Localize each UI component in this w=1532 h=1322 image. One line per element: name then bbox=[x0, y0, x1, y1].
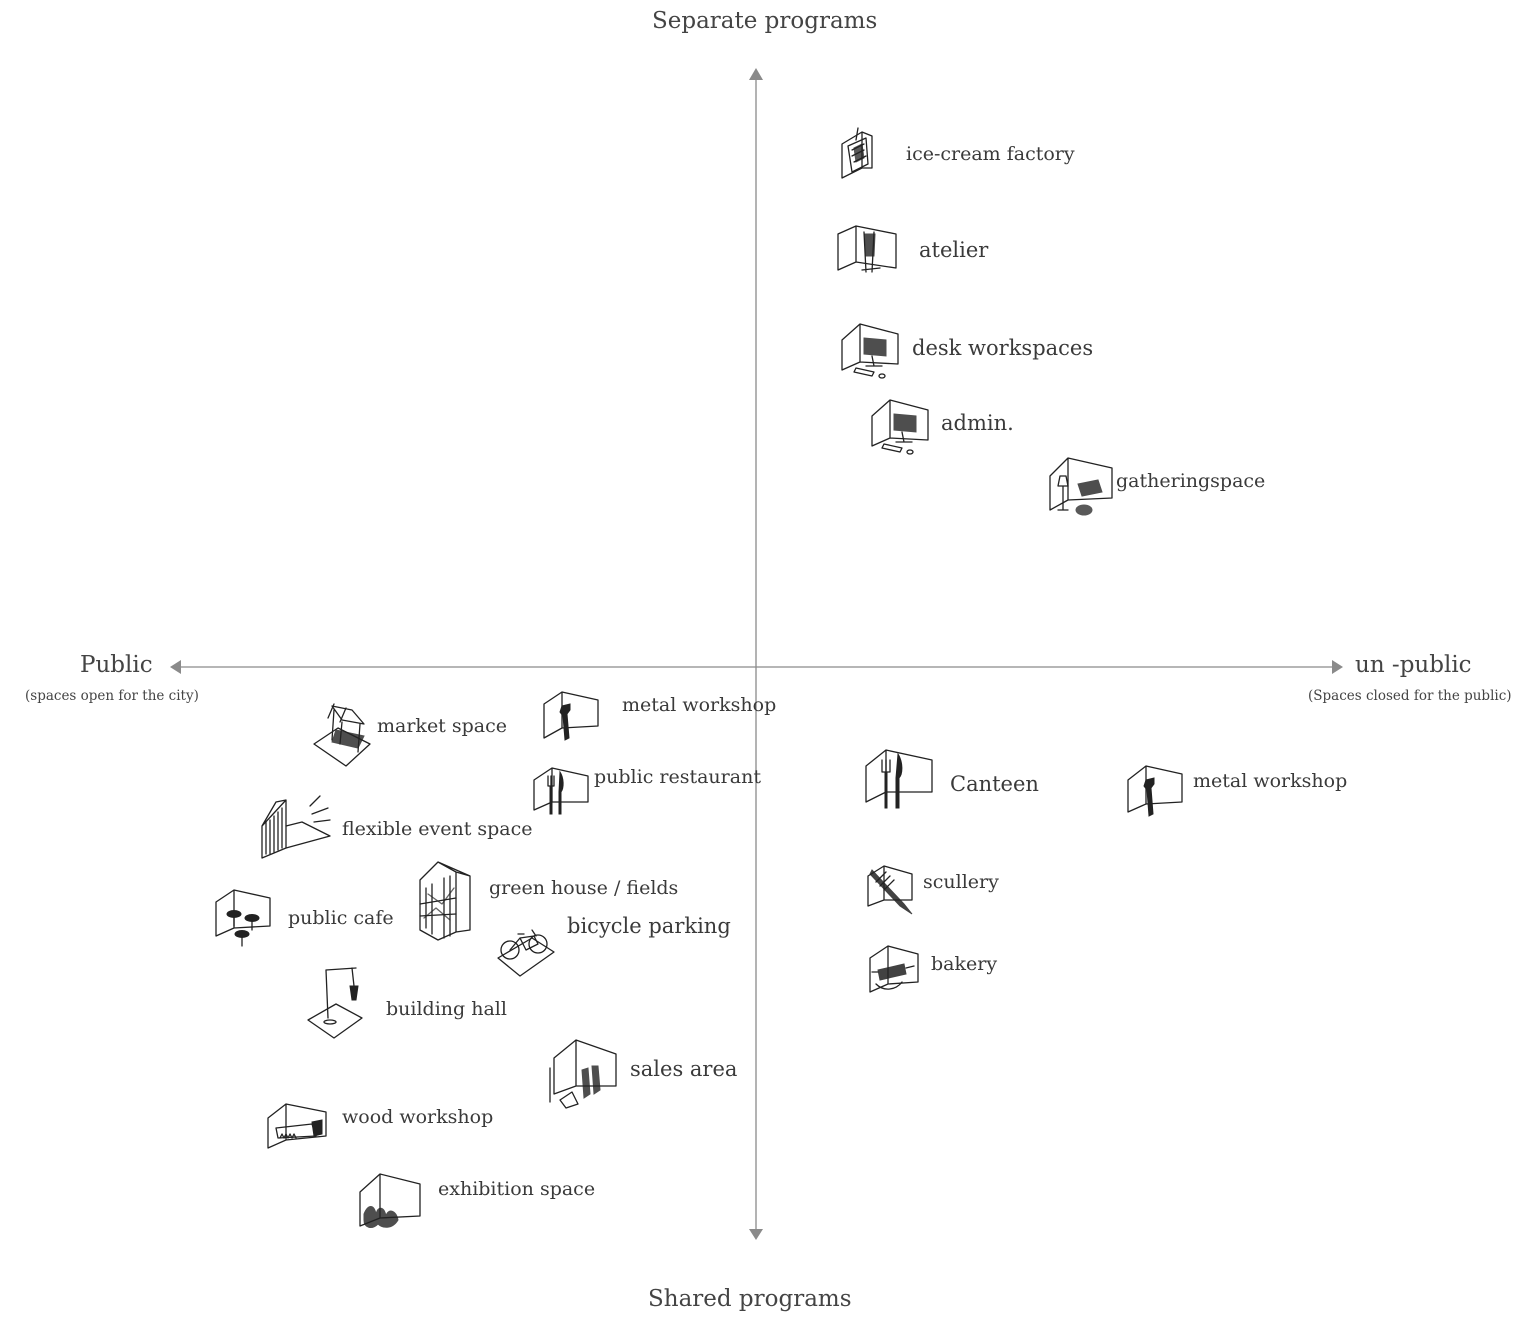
axis-label-right: un -public bbox=[1355, 652, 1472, 678]
program-label-atelier: atelier bbox=[919, 238, 989, 262]
easel-icon bbox=[834, 220, 898, 276]
axis-label-left: Public bbox=[80, 652, 153, 678]
market-stall-icon bbox=[312, 700, 382, 768]
shop-rack-icon bbox=[546, 1036, 622, 1110]
computer-desk-icon bbox=[868, 394, 932, 456]
program-label-building-hall: building hall bbox=[386, 998, 507, 1020]
dish-brush-icon bbox=[864, 862, 922, 918]
arrow-down-icon bbox=[749, 1229, 763, 1240]
program-label-canteen: Canteen bbox=[950, 772, 1039, 796]
program-label-desk-workspaces: desk workspaces bbox=[912, 336, 1094, 360]
program-label-flexible-event-space: flexible event space bbox=[342, 818, 533, 840]
program-label-bicycle-parking: bicycle parking bbox=[567, 914, 731, 938]
greenhouse-icon bbox=[416, 858, 474, 942]
bicycle-icon bbox=[494, 916, 558, 978]
program-label-public-restaurant: public restaurant bbox=[594, 766, 761, 788]
arrow-up-icon bbox=[749, 68, 763, 80]
program-label-metal-workshop-private: metal workshop bbox=[1193, 770, 1348, 792]
program-label-sales-area: sales area bbox=[630, 1057, 738, 1081]
program-label-wood-workshop: wood workshop bbox=[342, 1106, 494, 1128]
program-label-gatheringspace: gatheringspace bbox=[1116, 470, 1266, 492]
arrow-left-icon bbox=[170, 660, 181, 674]
axis-label-top: Separate programs bbox=[652, 8, 878, 34]
cutlery-icon bbox=[530, 764, 592, 818]
lounge-icon bbox=[1046, 454, 1118, 520]
wrench-icon bbox=[1124, 762, 1186, 820]
program-label-admin: admin. bbox=[941, 411, 1014, 435]
wrench-icon bbox=[540, 688, 602, 744]
crane-icon bbox=[304, 964, 370, 1042]
program-label-metal-workshop-public: metal workshop bbox=[622, 694, 777, 716]
ice-cream-machine-icon bbox=[838, 124, 900, 182]
arrow-right-icon bbox=[1332, 660, 1343, 674]
program-label-market-space: market space bbox=[377, 715, 507, 737]
program-label-green-house: green house / fields bbox=[489, 877, 679, 899]
stage-icon bbox=[258, 792, 334, 862]
sculpture-icon bbox=[352, 1170, 424, 1234]
cafe-tables-icon bbox=[212, 888, 274, 948]
computer-desk-icon bbox=[838, 318, 902, 380]
program-label-scullery: scullery bbox=[923, 871, 999, 893]
program-label-exhibition-space: exhibition space bbox=[438, 1178, 596, 1200]
axis-sublabel-right: (Spaces closed for the public) bbox=[1308, 688, 1512, 704]
cutlery-icon bbox=[862, 746, 936, 812]
axis-label-bottom: Shared programs bbox=[648, 1286, 852, 1312]
program-label-ice-cream-factory: ice-cream factory bbox=[906, 143, 1075, 165]
program-label-public-cafe: public cafe bbox=[288, 907, 394, 929]
rolling-pin-icon bbox=[866, 942, 924, 996]
saw-icon bbox=[264, 1098, 330, 1152]
axis-sublabel-left: (spaces open for the city) bbox=[25, 688, 199, 704]
program-label-bakery: bakery bbox=[931, 953, 998, 975]
